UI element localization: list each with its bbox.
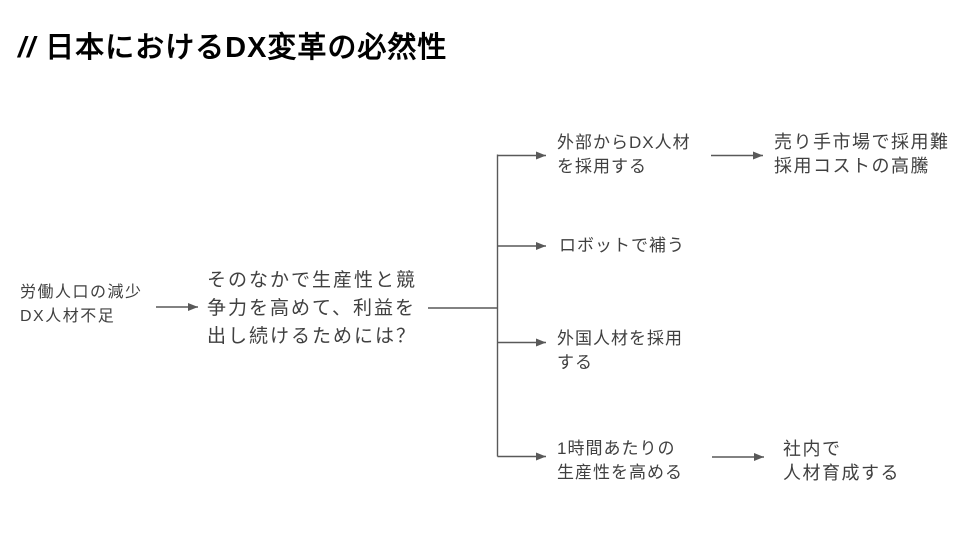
title-text: 日本におけるDX変革の必然性 <box>45 32 448 64</box>
node-option2-line-1: ロボットで補う <box>559 236 685 255</box>
node-outcome1: 売り手市場で採用難 採用コストの高騰 <box>774 130 950 178</box>
slide-title: //日本におけるDX変革の必然性 <box>18 24 447 66</box>
node-root-line-1: 労働人口の減少 <box>20 284 143 301</box>
node-root-line-2: DX人材不足 <box>20 308 116 325</box>
node-outcome4: 社内で 人材育成する <box>783 437 900 485</box>
node-outcome1-line-1: 売り手市場で採用難 <box>774 132 950 152</box>
node-outcome4-line-1: 社内で <box>783 439 842 459</box>
node-option1-line-2: を採用する <box>557 157 647 176</box>
node-option3-line-1: 外国人材を採用 <box>557 329 683 348</box>
node-question-line-2: 争力を高めて、利益を <box>207 298 417 319</box>
title-slash-prefix: // <box>18 32 37 64</box>
node-option3: 外国人材を採用 する <box>557 327 683 375</box>
node-option3-line-2: する <box>557 353 593 372</box>
node-option2: ロボットで補う <box>559 234 685 258</box>
node-root-problem: 労働人口の減少 DX人材不足 <box>20 281 143 329</box>
node-question-line-1: そのなかで生産性と競 <box>207 270 418 291</box>
node-question: そのなかで生産性と競 争力を高めて、利益を 出し続けるためには？ <box>207 267 417 351</box>
node-option4-line-2: 生産性を高める <box>557 463 683 482</box>
node-option1: 外部からDX人材 を採用する <box>557 131 691 179</box>
node-outcome1-line-2: 採用コストの高騰 <box>774 156 930 176</box>
node-outcome4-line-2: 人材育成する <box>783 463 900 483</box>
node-option4: 1時間あたりの 生産性を高める <box>557 437 683 485</box>
node-option1-line-1: 外部からDX人材 <box>557 133 691 152</box>
node-question-line-3: 出し続けるためには？ <box>207 326 418 347</box>
node-option4-line-1: 1時間あたりの <box>557 439 676 458</box>
